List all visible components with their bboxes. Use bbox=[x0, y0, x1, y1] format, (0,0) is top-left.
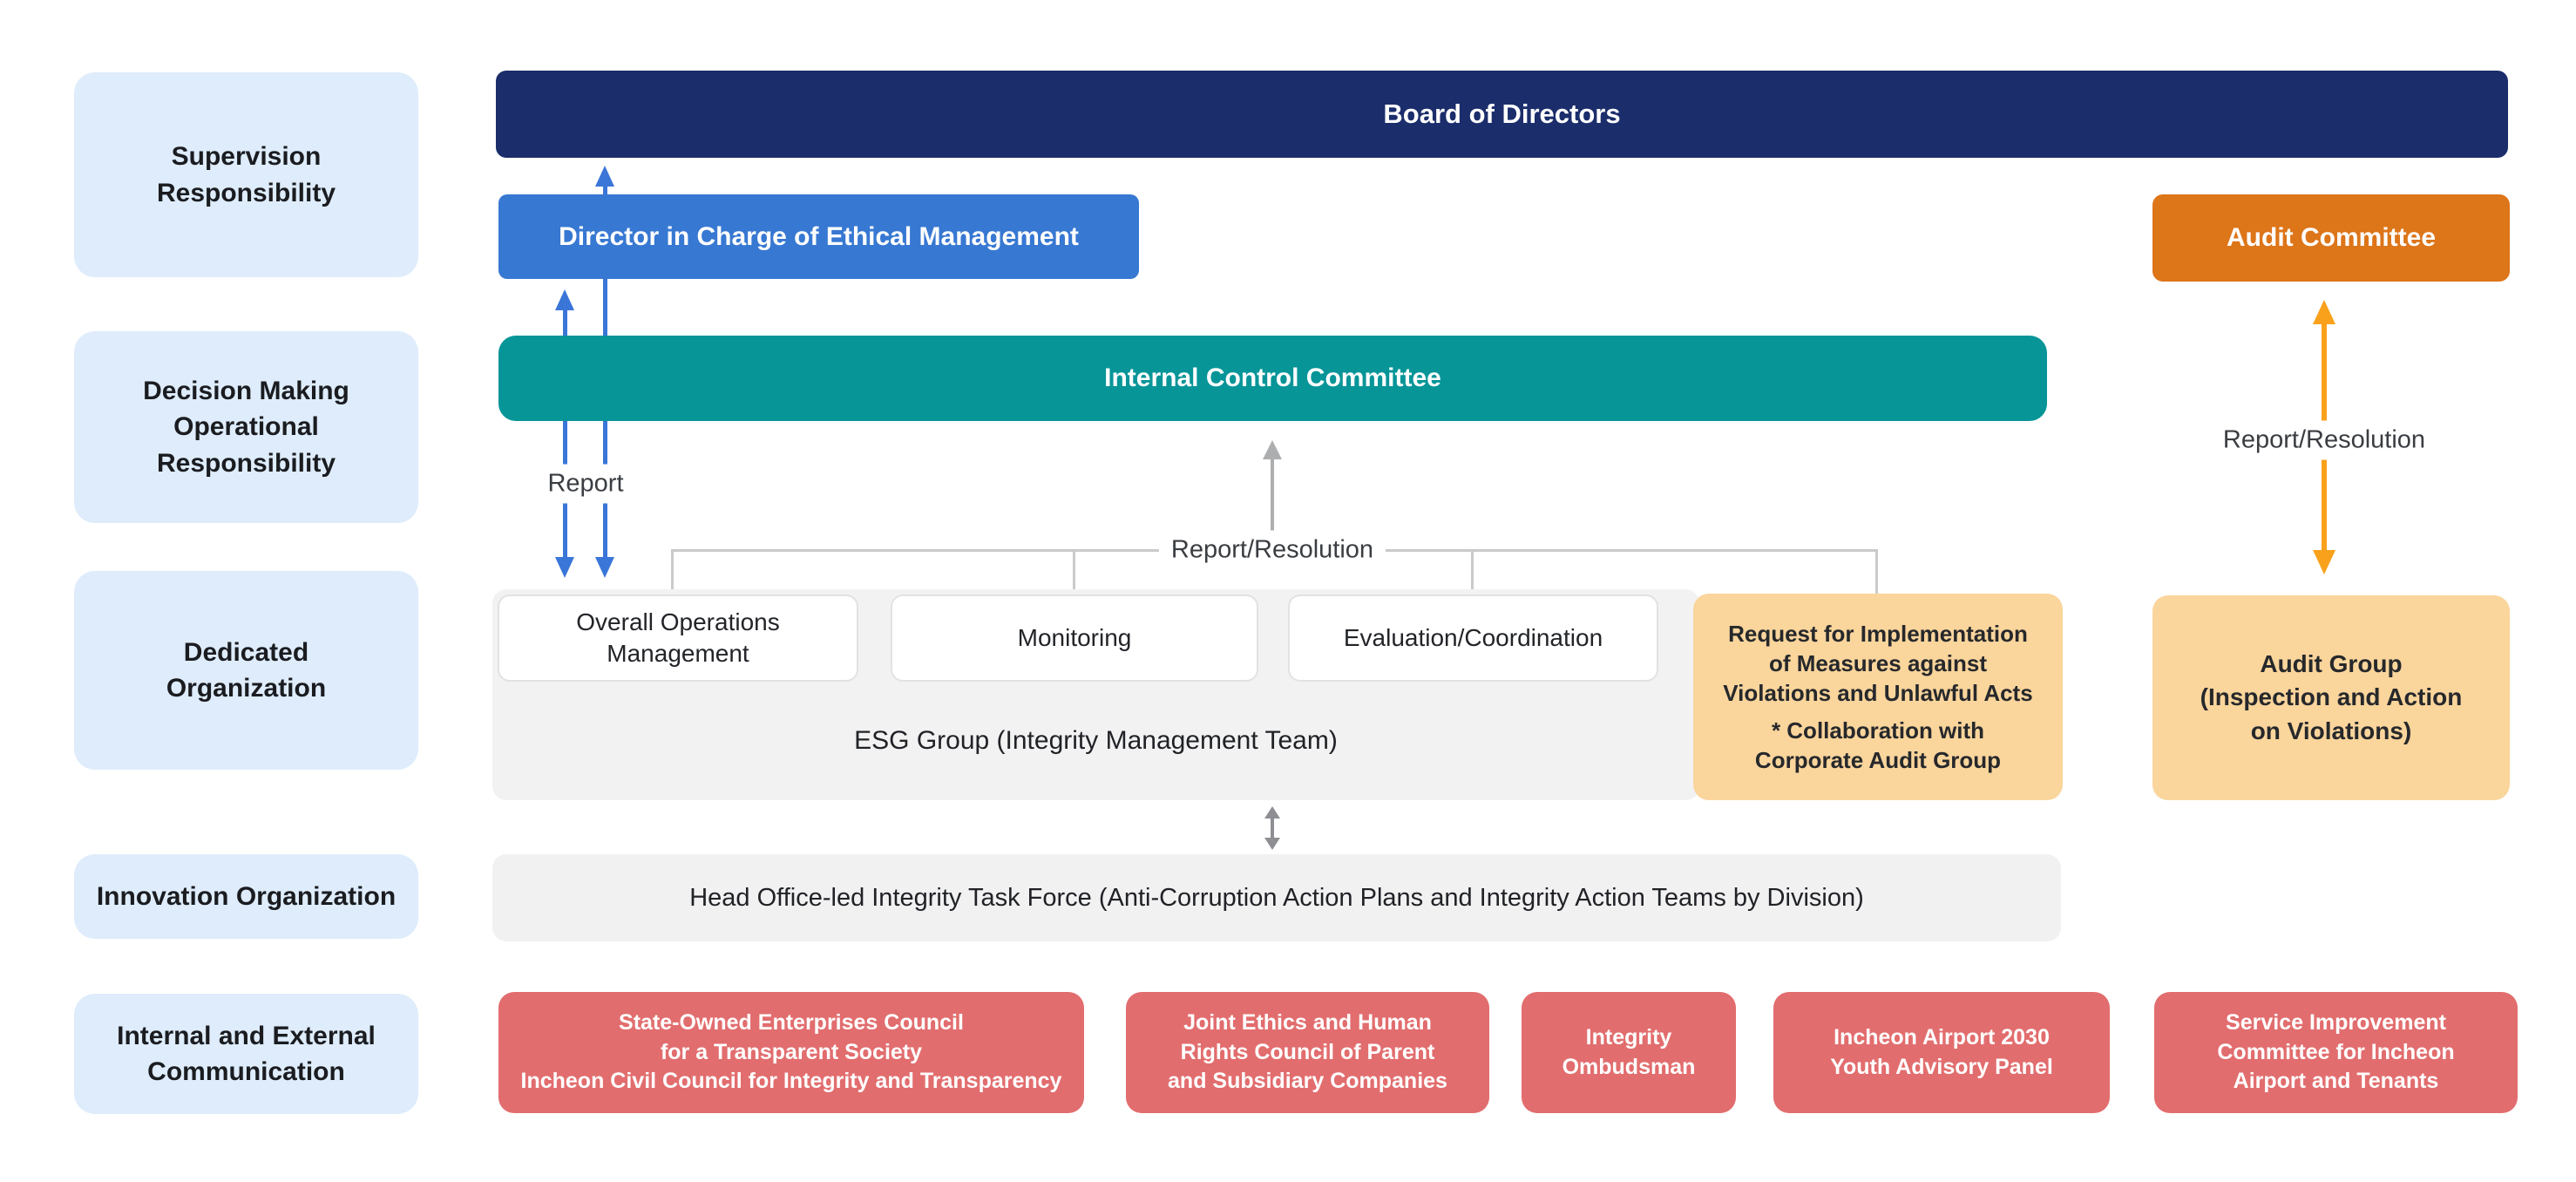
communication-box-integrity-ombudsman: Integrity Ombudsman bbox=[1522, 992, 1736, 1113]
blue-arrow-shaft-board bbox=[603, 184, 607, 194]
sidebar-item-dedicated-organization: Dedicated Organization bbox=[74, 571, 418, 770]
function-box-overall-operations: Overall Operations Management bbox=[498, 594, 858, 682]
communication-box-youth-advisory-panel: Incheon Airport 2030 Youth Advisory Pane… bbox=[1773, 992, 2110, 1113]
audit-committee-box: Audit Committee bbox=[2152, 194, 2510, 282]
sidebar-item-internal-external-communication: Internal and External Communication bbox=[74, 994, 418, 1114]
report-label: Report bbox=[535, 464, 636, 504]
request-implementation-text: Request for Implementation of Measures a… bbox=[1723, 620, 2033, 707]
connector-stub-3 bbox=[1471, 549, 1474, 594]
connector-stub-1 bbox=[671, 549, 674, 594]
report-resolution-label-center: Report/Resolution bbox=[1158, 530, 1386, 570]
gray-double-arrow-shaft bbox=[1271, 817, 1274, 839]
connector-stub-2 bbox=[1073, 549, 1075, 594]
gray-arrow-shaft bbox=[1271, 457, 1274, 551]
board-of-directors-box: Board of Directors bbox=[496, 71, 2508, 158]
blue-report-line-up bbox=[563, 308, 567, 559]
request-implementation-box: Request for Implementation of Measures a… bbox=[1693, 594, 2063, 800]
blue-down-arrowhead-left bbox=[555, 557, 574, 578]
request-collaboration-note: * Collaboration with Corporate Audit Gro… bbox=[1754, 717, 2002, 773]
report-resolution-label-right: Report/Resolution bbox=[2210, 420, 2438, 460]
function-box-evaluation-coordination: Evaluation/Coordination bbox=[1288, 594, 1658, 682]
blue-up-arrowhead-report bbox=[555, 289, 574, 310]
connector-stub-4 bbox=[1875, 549, 1878, 594]
communication-box-service-improvement: Service Improvement Committee for Incheo… bbox=[2154, 992, 2518, 1113]
communication-box-state-owned-council: State-Owned Enterprises Council for a Tr… bbox=[498, 992, 1084, 1113]
esg-group-label: ESG Group (Integrity Management Team) bbox=[854, 726, 1338, 755]
sidebar-item-supervision-responsibility: Supervision Responsibility bbox=[74, 72, 418, 277]
internal-control-committee-box: Internal Control Committee bbox=[498, 336, 2047, 421]
gray-up-arrowhead bbox=[1263, 440, 1282, 459]
task-force-bar: Head Office-led Integrity Task Force (An… bbox=[492, 854, 2061, 941]
gray-double-arrow-down-head bbox=[1264, 838, 1280, 850]
function-box-monitoring: Monitoring bbox=[891, 594, 1258, 682]
blue-down-arrowhead-right bbox=[595, 557, 614, 578]
audit-group-box: Audit Group (Inspection and Action on Vi… bbox=[2152, 595, 2510, 800]
sidebar-item-decision-making: Decision Making Operational Responsibili… bbox=[74, 331, 418, 523]
blue-up-arrowhead-board bbox=[595, 166, 614, 187]
director-ethical-management-box: Director in Charge of Ethical Management bbox=[498, 194, 1139, 279]
gray-double-arrow-up-head bbox=[1264, 806, 1280, 819]
orange-up-arrowhead bbox=[2313, 300, 2335, 324]
communication-box-joint-ethics-council: Joint Ethics and Human Rights Council of… bbox=[1126, 992, 1489, 1113]
orange-down-arrowhead bbox=[2313, 550, 2335, 574]
sidebar-item-innovation-organization: Innovation Organization bbox=[74, 854, 418, 939]
